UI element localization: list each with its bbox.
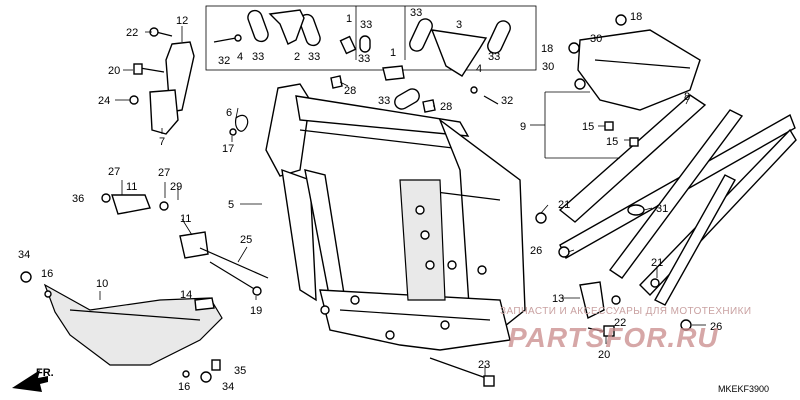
callout-4: 4 [237,51,243,63]
callout-8: 8 [684,91,690,103]
callout-16: 16 [41,268,53,280]
callout-34: 34 [18,249,30,261]
callout-10: 10 [96,278,108,290]
callout-27: 27 [158,167,170,179]
leader-lines [99,26,706,376]
callout-1: 1 [346,13,352,25]
callout-28: 28 [440,101,452,113]
callout-5: 5 [228,199,234,211]
callout-33: 33 [410,7,422,19]
callout-12: 12 [176,15,188,27]
callout-13: 13 [552,293,564,305]
callout-9: 9 [520,121,526,133]
callout-31: 31 [656,203,668,215]
callout-33: 33 [488,51,500,63]
callout-33: 33 [360,19,372,31]
watermark-logo: PARTSFOR.RU [508,322,719,353]
callout-26: 26 [710,321,722,333]
callout-14: 14 [180,289,192,301]
rear-subframe [558,29,797,306]
callout-2: 2 [294,51,300,63]
callout-33: 33 [308,51,320,63]
callout-34: 34 [222,381,234,393]
callout-15: 15 [582,121,594,133]
callout-17: 17 [222,143,234,155]
callout-22: 22 [614,317,626,329]
callout-19: 19 [250,305,262,317]
callout-21: 21 [651,257,663,269]
guide-parts [330,65,436,113]
callout-11: 11 [180,213,191,225]
watermark-tagline: ЗАПЧАСТИ И АКСЕССУАРЫ ДЛЯ МОТОТЕХНИКИ [500,306,752,317]
front-direction-arrow [12,370,48,392]
callout-21: 21 [558,199,570,211]
callout-1: 1 [390,47,396,59]
callout-numbers: 1 1 2 3 4 4 5 6 7 8 9 10 11 11 12 13 14 … [18,7,722,393]
callout-35: 35 [234,365,246,377]
callout-26: 26 [530,245,542,257]
callout-24: 24 [98,95,110,107]
top-parts-group [205,5,537,105]
callout-30: 30 [590,33,602,45]
callout-30: 30 [542,61,554,73]
callout-11: 11 [126,181,137,193]
callout-18: 18 [541,43,553,55]
callout-20: 20 [598,349,610,361]
callout-36: 36 [72,193,84,205]
callout-6: 6 [226,107,232,119]
callout-16: 16 [178,381,190,393]
callout-25: 25 [240,234,252,246]
callout-29: 29 [170,181,182,193]
direction-label: FR. [36,367,54,379]
callout-20: 20 [108,65,120,77]
callout-27: 27 [108,166,120,178]
left-side-parts [20,27,269,383]
callout-33: 33 [378,95,390,107]
callout-3: 3 [456,19,462,31]
main-frame [265,83,526,351]
callout-4: 4 [476,63,482,75]
callout-33: 33 [252,51,264,63]
callout-32: 32 [218,55,230,67]
callout-22: 22 [126,27,138,39]
callout-23: 23 [478,359,490,371]
callout-18: 18 [630,11,642,23]
callout-7: 7 [159,136,165,148]
callout-28: 28 [344,85,356,97]
right-side-parts [429,14,692,387]
callout-33: 33 [358,53,370,65]
callout-15: 15 [606,136,618,148]
diagram-code: MKEKF3900 [718,384,769,394]
callout-32: 32 [501,95,513,107]
